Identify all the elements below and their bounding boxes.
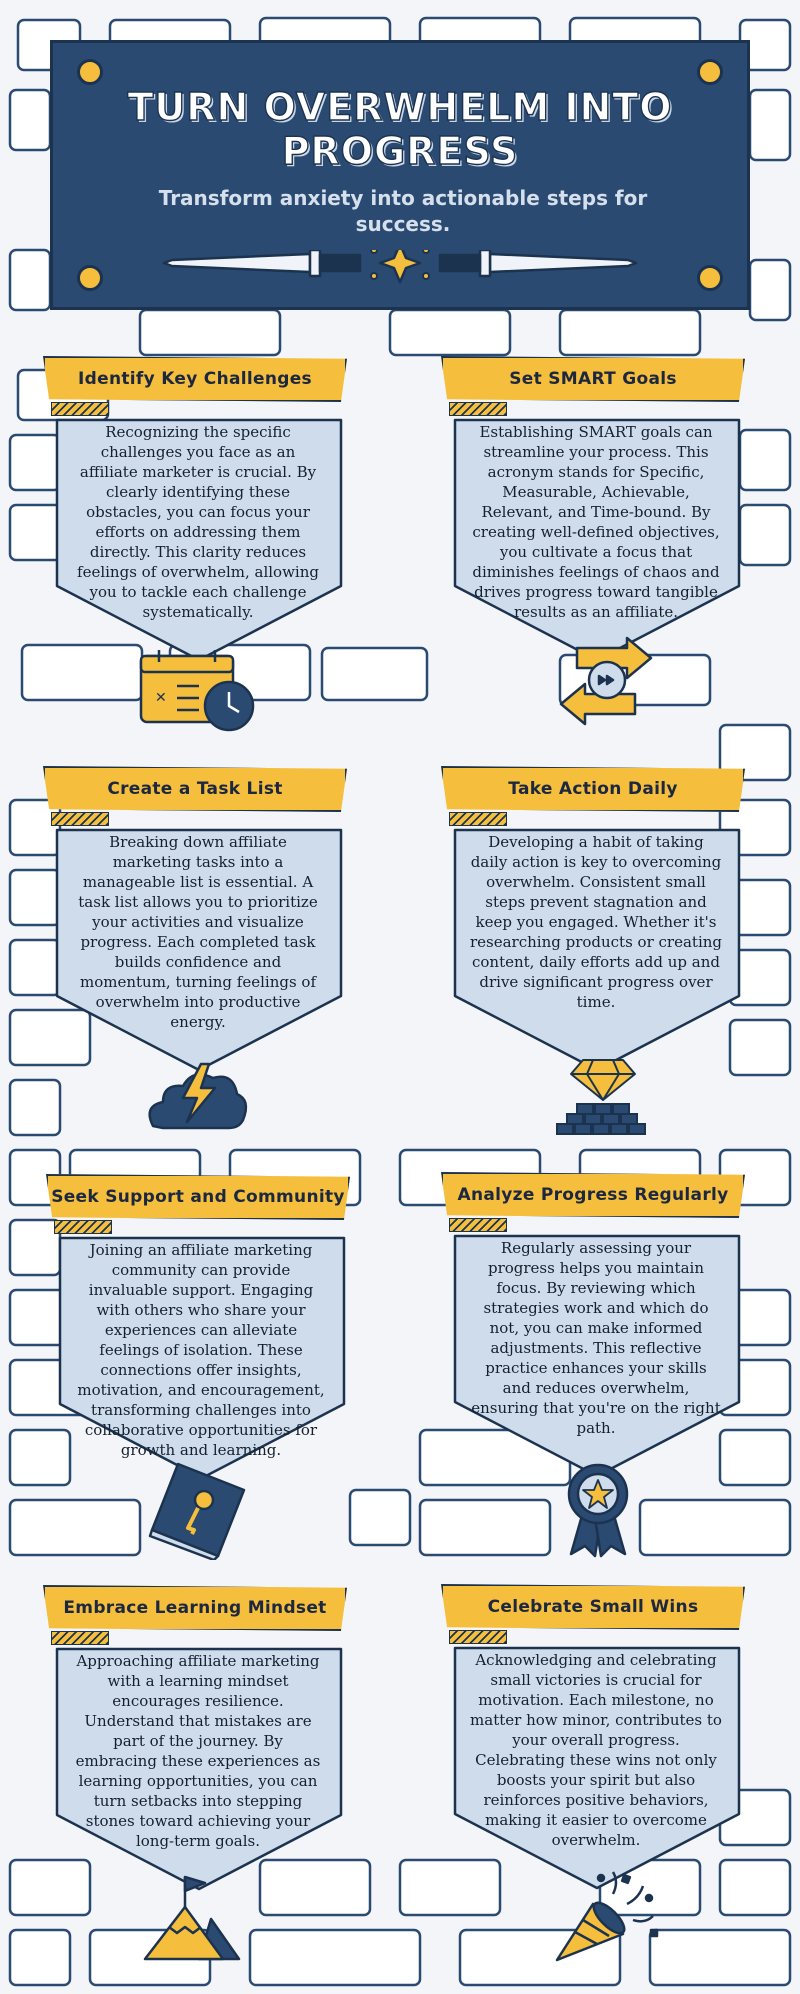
card-description: Recognizing the specific challenges you … — [77, 423, 319, 621]
card-title: Analyze Progress Regularly — [457, 1185, 729, 1205]
card-description: Approaching affiliate marketing with a l… — [75, 1652, 321, 1850]
card-panel — [55, 828, 343, 1072]
card-description: Establishing SMART goals can streamline … — [472, 423, 720, 621]
card-panel — [453, 1234, 741, 1478]
card-description: Joining an affiliate marketing community… — [77, 1241, 325, 1459]
card-panel — [453, 1646, 741, 1890]
card-panel — [453, 418, 741, 662]
page-title: TURN OVERWHELM INTO PROGRESS — [127, 84, 673, 173]
corner-dot-icon — [697, 265, 723, 291]
star-badge-icon — [567, 1463, 629, 1558]
corner-dot-icon — [77, 265, 103, 291]
card-description: Acknowledging and celebrating small vict… — [470, 1651, 722, 1849]
card-title: Celebrate Small Wins — [487, 1597, 699, 1617]
card-title: Set SMART Goals — [509, 369, 677, 389]
card-title: Create a Task List — [107, 779, 283, 799]
card-title: Embrace Learning Mindset — [63, 1598, 327, 1618]
card-panel — [55, 1647, 343, 1891]
mountain-flag-icon — [143, 1875, 241, 1961]
corner-dot-icon — [77, 59, 103, 85]
key-book-icon — [148, 1462, 246, 1560]
exchange-arrows-icon — [559, 636, 653, 726]
card-description: Regularly assessing your progress helps … — [471, 1239, 721, 1437]
card-description: Breaking down affiliate marketing tasks … — [78, 833, 318, 1031]
card-panel — [453, 828, 741, 1072]
calendar-clock-icon: ✕ — [139, 650, 255, 732]
diamond-on-bricks-icon — [556, 1059, 646, 1135]
card-panel — [58, 1236, 346, 1480]
corner-dot-icon — [697, 59, 723, 85]
storm-cloud-icon — [148, 1062, 248, 1130]
party-popper-icon — [555, 1871, 659, 1962]
card-description: Developing a habit of taking daily actio… — [469, 833, 723, 1011]
card-title: Identify Key Challenges — [78, 369, 312, 389]
card-title: Seek Support and Community — [51, 1187, 345, 1207]
svg-text:✕: ✕ — [155, 690, 167, 706]
card-title: Take Action Daily — [508, 779, 678, 799]
card-panel — [55, 418, 343, 662]
sword-divider-icon — [162, 250, 638, 284]
page-subtitle: Transform anxiety into actionable steps … — [158, 186, 648, 236]
